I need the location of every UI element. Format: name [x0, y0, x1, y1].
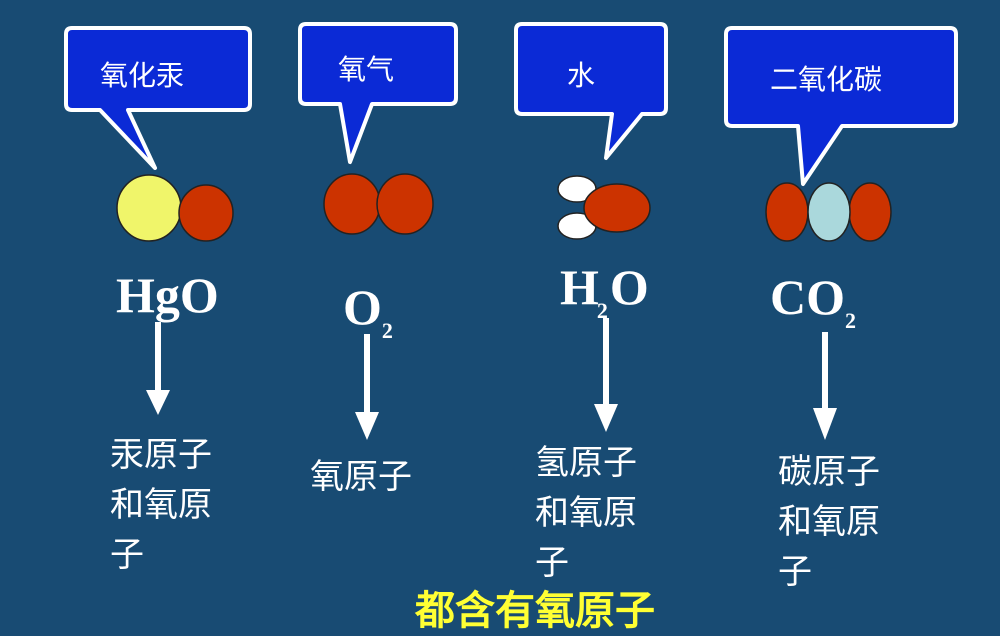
- molecule-models: [116, 173, 892, 242]
- speech-bubbles: [64, 22, 958, 186]
- speech-bubble-carbon-dioxide: [724, 26, 958, 186]
- carbon-dioxide-molecule: [765, 182, 892, 242]
- bubble-label-carbon-dioxide: 二氧化碳: [770, 63, 883, 96]
- formula-subscript: 2: [381, 318, 393, 343]
- bubble-label-oxygen: 氧气: [338, 53, 395, 86]
- arrow-down-icon: [813, 332, 837, 440]
- mercury-oxide-molecule: [116, 174, 234, 242]
- formula-mercury-oxide: HgO: [116, 270, 219, 320]
- carbon-atom: [807, 182, 851, 242]
- arrow-down-icon: [355, 334, 379, 440]
- formula-subscript: 2: [845, 308, 856, 333]
- bubble-label-water: 水: [567, 59, 596, 92]
- composition-carbon-dioxide: 碳原子和氧原子: [778, 452, 880, 592]
- formula-text: O: [609, 259, 649, 315]
- arrow-down-icon: [146, 322, 170, 415]
- oxygen-atom: [376, 173, 434, 235]
- formula-subscript: 2: [596, 298, 608, 323]
- conclusion-text: 都含有氧原子: [415, 588, 655, 634]
- arrows: [146, 318, 837, 440]
- speech-bubble-water: [514, 22, 668, 160]
- composition-mercury-oxide: 汞原子和氧原子: [110, 435, 212, 575]
- oxygen-atom: [178, 184, 234, 242]
- formula-text: O: [343, 279, 382, 335]
- composition-water: 氢原子和氧原子: [535, 443, 637, 583]
- formula-text: H: [560, 259, 599, 315]
- formula-water: H2O: [560, 259, 649, 322]
- arrow-down-icon: [594, 318, 618, 432]
- oxygen-molecule: [323, 173, 434, 235]
- formula-oxygen: O2: [343, 279, 393, 342]
- composition-oxygen: 氧原子: [310, 457, 412, 497]
- water-molecule: [557, 175, 651, 240]
- formula-text: HgO: [116, 267, 219, 323]
- oxygen-atom: [583, 183, 651, 233]
- formula-text: CO: [770, 269, 845, 325]
- bubble-label-mercury-oxide: 氧化汞: [100, 59, 185, 92]
- formula-carbon-dioxide: CO2: [770, 269, 856, 332]
- speech-bubble-oxygen: [298, 22, 458, 164]
- speech-bubble-mercury-oxide: [64, 26, 252, 170]
